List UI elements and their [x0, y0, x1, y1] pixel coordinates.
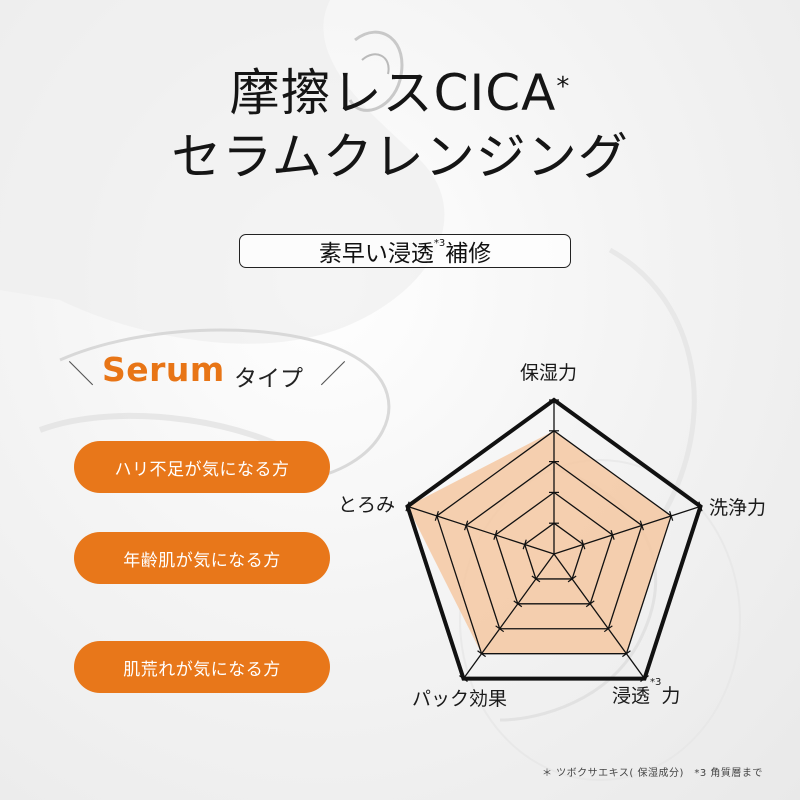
radar-outer-frame [405, 397, 703, 681]
radar-axis-spoke [553, 505, 701, 555]
radar-axis-label-moisture: 保湿力 [520, 362, 578, 384]
recommendation-pill: 肌荒れが気になる方 [74, 641, 330, 693]
title-line-1-text: 摩擦レスCICA [229, 64, 557, 122]
radar-axis-tick [522, 539, 527, 550]
radar-axis-tick [459, 675, 468, 683]
title-line-1: 摩擦レスCICA* [0, 62, 800, 124]
radar-axis-tick [698, 501, 703, 512]
radar-grid-ring [465, 460, 643, 630]
radar-axis-spoke [407, 505, 555, 555]
radar-axis-tick [610, 530, 615, 540]
tagline-text-before: 素早い浸透 [318, 241, 434, 267]
radar-axis-spoke [462, 553, 555, 679]
radar-axis-tick [581, 539, 586, 550]
footnote: ＊ ツボクサエキス( 保湿成分) *3 角質層まで [542, 768, 763, 779]
type-suffix: タイプ [234, 366, 303, 392]
radar-axis-label-cleansing: 洗浄力 [709, 497, 767, 519]
radar-axis-tick [464, 520, 469, 531]
type-heading: ＼ Serum タイプ ／ [62, 348, 352, 398]
radar-grid-ring [436, 429, 672, 655]
right-slash-decoration: ／ [320, 360, 347, 390]
radar-axis-label-penetration: 浸透*3力 [612, 677, 681, 708]
penetration-label-text: 浸透 [612, 685, 651, 707]
radar-axis-spoke [553, 553, 646, 679]
left-slash-decoration: ＼ [68, 360, 95, 390]
radar-axis-tick [405, 501, 410, 512]
radar-axis-tick [622, 650, 631, 658]
radar-axis-tick [434, 510, 439, 521]
radar-axis-label-pack-effect: パック効果 [412, 688, 508, 710]
radar-axis-tick [531, 575, 541, 583]
radar-axis-tick [567, 575, 577, 583]
penetration-footnote-mark: *3 [650, 677, 662, 688]
radar-axis-tick [585, 600, 595, 608]
recommendation-pill: ハリ不足が気になる方 [74, 441, 330, 493]
tagline-footnote-mark: *3 [433, 237, 446, 249]
radar-axis-tick [493, 530, 498, 540]
radar-axis-tick [495, 625, 505, 633]
radar-axis-tick [603, 625, 613, 633]
title-line-2: セラムクレンジング [171, 128, 629, 186]
tagline-text-after: 補修 [445, 241, 492, 267]
radar-axis-tick [639, 520, 644, 531]
penetration-label-suffix: 力 [661, 685, 681, 707]
radar-axis-tick [477, 650, 486, 658]
radar-axis-tick [669, 510, 674, 521]
type-name: Serum [102, 350, 225, 389]
radar-axis-tick [640, 675, 649, 683]
radar-data-area [407, 430, 672, 654]
radar-grid-ring [494, 491, 614, 605]
title-asterisk-mark: * [556, 72, 571, 102]
recommendation-pill: 年齢肌が気になる方 [74, 532, 330, 584]
radar-axis-tick [513, 600, 523, 608]
radar-axis-label-thickness: とろみ [338, 494, 396, 516]
radar-grid-ring [523, 522, 585, 580]
